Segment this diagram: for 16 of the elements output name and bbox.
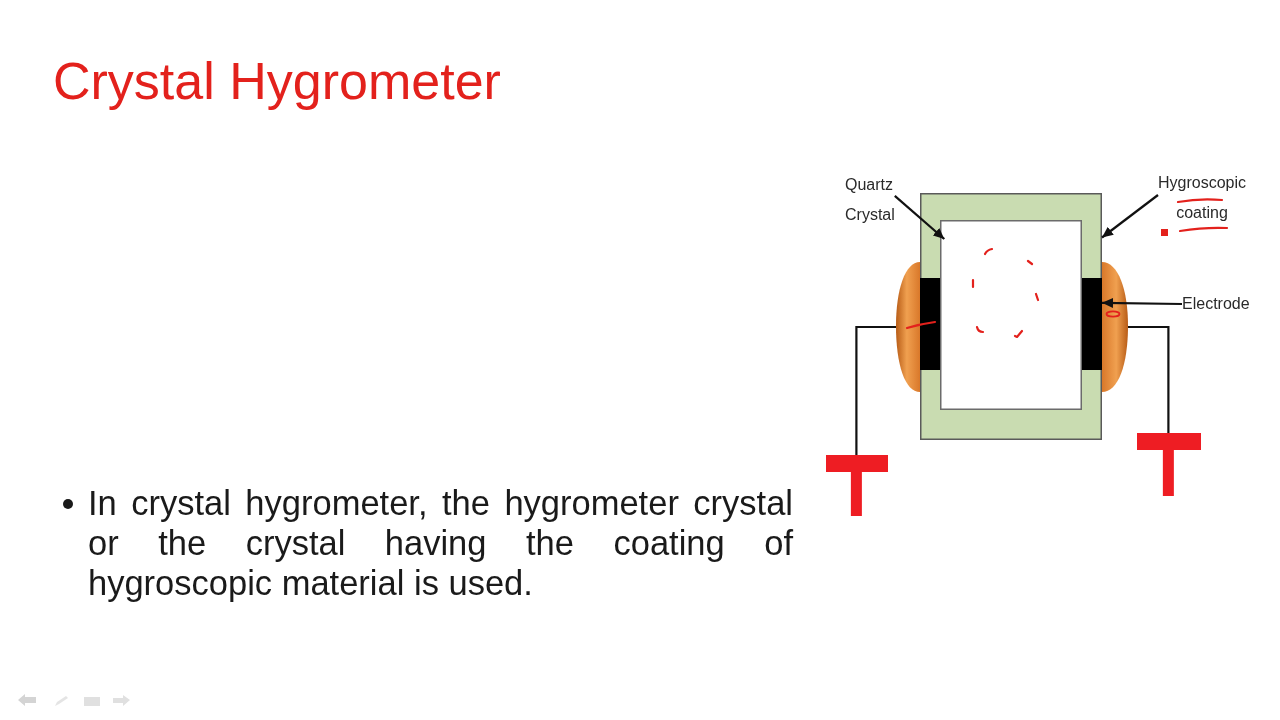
leader-line xyxy=(894,194,946,240)
leader-line xyxy=(1101,194,1159,239)
wire xyxy=(1128,325,1170,433)
electrode-plate xyxy=(1082,278,1102,370)
wire xyxy=(855,325,896,455)
terminal-symbol xyxy=(826,455,888,516)
callout-label: Quartz Crystal xyxy=(845,170,895,230)
slide-title: Crystal Hygrometer xyxy=(53,51,501,112)
callout-label: Hygroscopic coating xyxy=(1158,168,1247,228)
callout-label: Electrode xyxy=(1182,289,1250,319)
bullet-text: In crystal hygrometer, the hygrometer crystal or the crystal having the coating of hygroscopic material is used. xyxy=(88,483,793,603)
electrode-plate xyxy=(920,278,940,370)
leader-line xyxy=(1102,297,1182,308)
quartz-crystal-block xyxy=(940,220,1082,410)
terminal-symbol xyxy=(1137,433,1201,496)
coating-frame xyxy=(920,193,1102,440)
